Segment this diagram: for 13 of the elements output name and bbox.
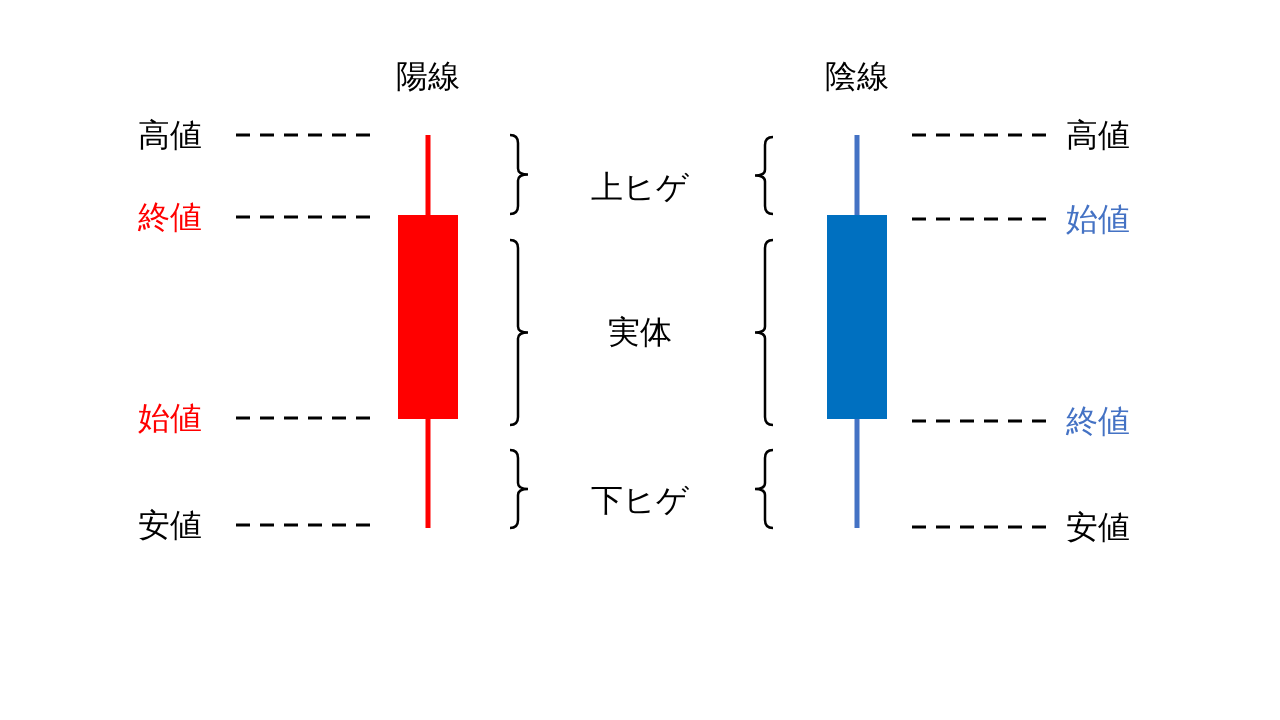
price-label: 始値 [138,398,202,438]
price-label: 高値 [1066,115,1130,155]
part-label: 下ヒゲ [591,482,689,518]
price-label: 始値 [1066,199,1130,239]
price-label: 終値 [1066,401,1130,441]
price-label: 高値 [138,115,202,155]
candle-title: 陽線 [395,58,461,94]
price-label: 安値 [1066,507,1130,547]
price-label: 安値 [138,505,202,545]
part-label: 実体 [608,314,672,350]
candle-title: 陰線 [824,58,890,94]
price-label: 終値 [138,197,202,237]
part-label: 上ヒゲ [591,169,689,205]
